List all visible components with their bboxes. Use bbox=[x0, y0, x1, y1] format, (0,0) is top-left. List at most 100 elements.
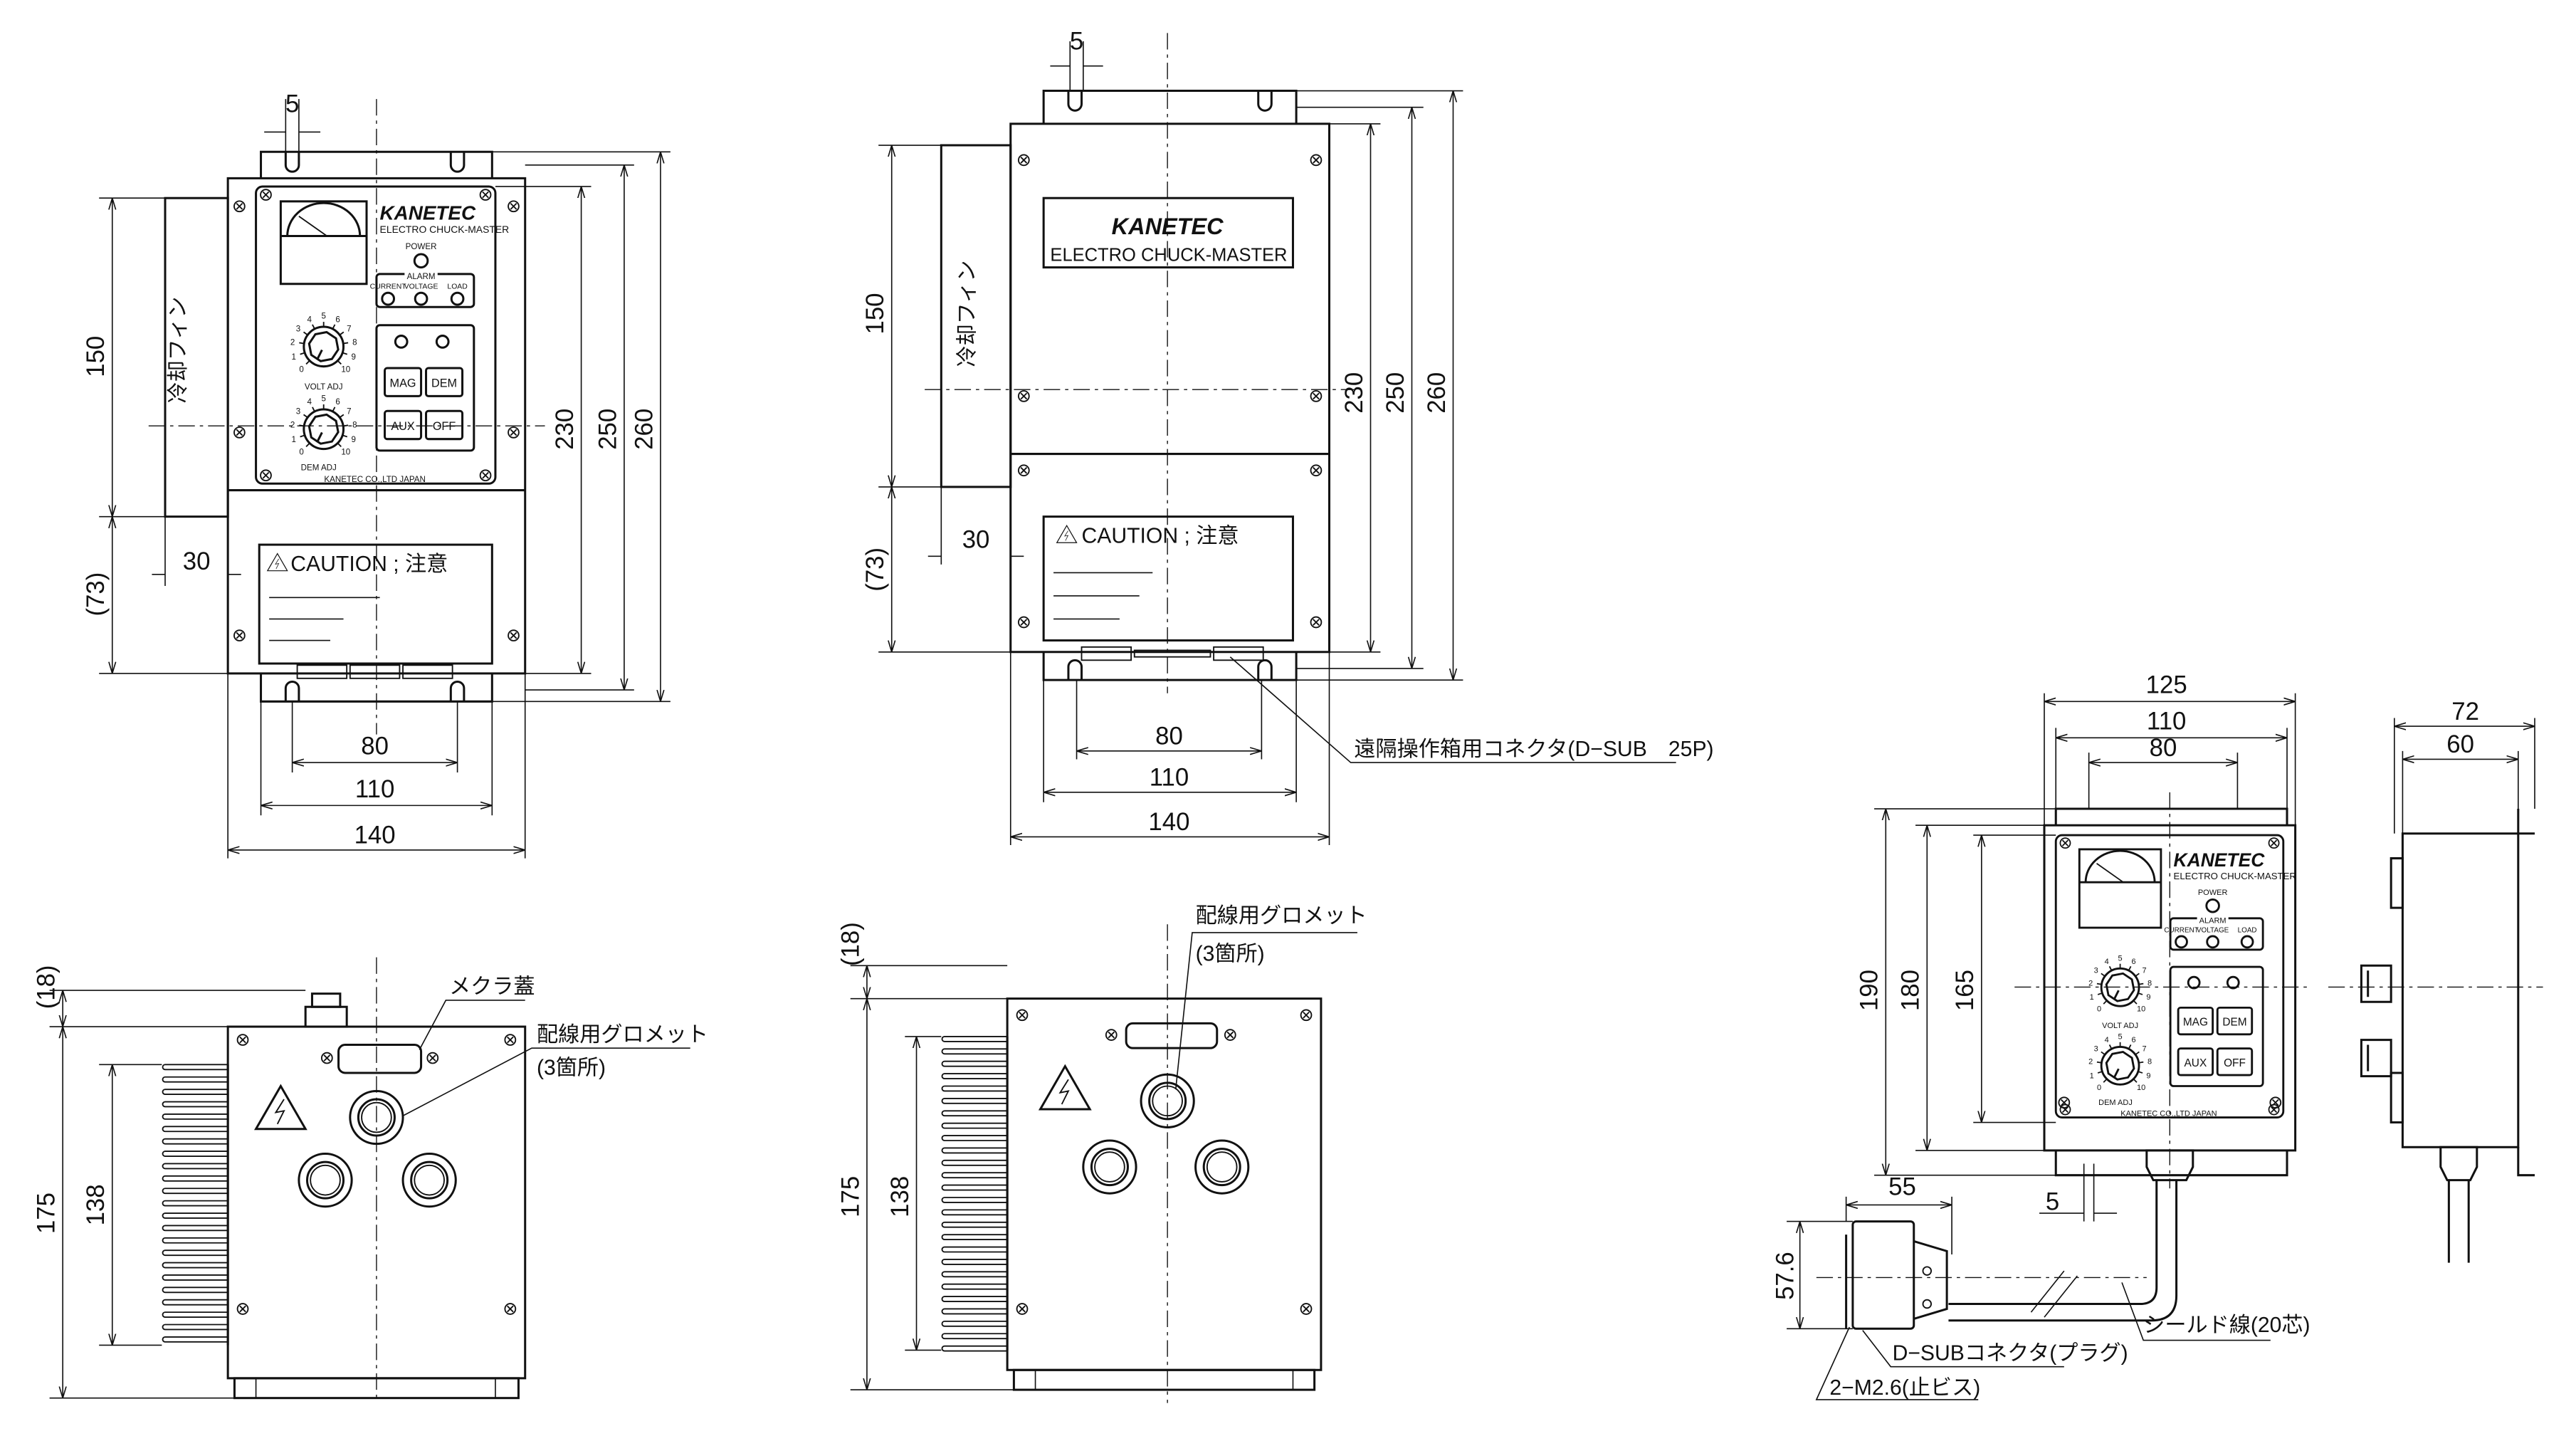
svg-text:140: 140 bbox=[1148, 809, 1189, 836]
dial-scale-number: 4 bbox=[2105, 1036, 2109, 1044]
bottom-connectors bbox=[296, 664, 453, 679]
svg-text:D−SUBコネクタ(プラグ): D−SUBコネクタ(プラグ) bbox=[1893, 1341, 2128, 1365]
screw-icon bbox=[479, 469, 492, 482]
dial-scale-number: 0 bbox=[2097, 1084, 2101, 1092]
power-label: POWER bbox=[2198, 889, 2228, 897]
dial-scale-number: 6 bbox=[335, 398, 340, 407]
svg-text:72: 72 bbox=[2451, 698, 2479, 725]
dial-scale-number: 7 bbox=[347, 325, 351, 334]
button-aux[interactable]: AUX bbox=[2177, 1047, 2214, 1076]
dial-scale-number: 4 bbox=[307, 398, 312, 407]
cooling-fins bbox=[162, 1064, 229, 1346]
enclosure-body bbox=[1009, 122, 1331, 654]
button-aux[interactable]: AUX bbox=[384, 409, 423, 441]
svg-text:57.6: 57.6 bbox=[1772, 1252, 1799, 1300]
screw-icon bbox=[2268, 837, 2280, 849]
screw-icon bbox=[260, 469, 272, 482]
ammeter bbox=[279, 200, 368, 285]
screw-icon bbox=[260, 189, 272, 201]
svg-text:2−M2.6(止ビス): 2−M2.6(止ビス) bbox=[1829, 1375, 1980, 1400]
dial-scale-number: 3 bbox=[296, 407, 300, 416]
dsub-opening bbox=[1125, 1022, 1219, 1049]
button-dem[interactable]: DEM bbox=[2216, 1006, 2254, 1036]
alarm-label: ALARM bbox=[407, 273, 436, 281]
dial-scale-number: 8 bbox=[352, 421, 357, 429]
svg-text:110: 110 bbox=[2147, 708, 2186, 735]
caution-label: CAUTION ; 注意 bbox=[1042, 515, 1294, 642]
dial-scale-number: 0 bbox=[299, 366, 303, 374]
load-alarm-lamp bbox=[450, 291, 465, 306]
button-label: DEM bbox=[2222, 1017, 2246, 1029]
caution-label: CAUTION ; 注意 bbox=[258, 543, 493, 665]
button-dem[interactable]: DEM bbox=[425, 367, 464, 397]
dial-scale-number: 7 bbox=[2142, 1045, 2146, 1054]
cooling-fins bbox=[941, 1036, 1009, 1352]
button-label: DEM bbox=[431, 377, 457, 390]
svg-text:138: 138 bbox=[83, 1184, 110, 1225]
current-alarm-label: CURRENT bbox=[370, 283, 407, 291]
dial-scale-number: 8 bbox=[352, 339, 357, 347]
dial-scale-number: 6 bbox=[2131, 958, 2135, 966]
svg-text:80: 80 bbox=[2150, 735, 2177, 762]
nameplate: KANETEC ELECTRO CHUCK-MASTER bbox=[1042, 196, 1294, 269]
alarm-label: ALARM bbox=[2199, 916, 2227, 925]
cooling-fin-label: 冷却フィン bbox=[166, 297, 190, 404]
remote-box-side-view: 72 60 bbox=[2328, 698, 2543, 1263]
svg-text:30: 30 bbox=[962, 527, 990, 554]
svg-text:30: 30 bbox=[183, 548, 211, 575]
dial-scale-number: 3 bbox=[2094, 1045, 2098, 1054]
load-alarm-lamp bbox=[2240, 935, 2254, 949]
dial-scale-number: 4 bbox=[2105, 958, 2109, 966]
dial-scale-number: 5 bbox=[321, 394, 325, 403]
button-label: AUX bbox=[2185, 1057, 2207, 1069]
hazard-icon bbox=[255, 1084, 307, 1131]
svg-text:180: 180 bbox=[1898, 970, 1925, 1011]
svg-text:150: 150 bbox=[862, 293, 889, 334]
connector-note: 遠隔操作箱用コネクタ(D−SUB 25P) bbox=[1354, 737, 1713, 761]
blind-cap-label: メクラ蓋 bbox=[449, 975, 535, 999]
dial-scale-number: 5 bbox=[2118, 1032, 2123, 1041]
dial-scale-number: 1 bbox=[291, 436, 295, 444]
ammeter bbox=[2078, 848, 2162, 929]
dial-scale-number: 8 bbox=[2147, 1058, 2152, 1066]
svg-text:5: 5 bbox=[285, 91, 299, 118]
svg-text:260: 260 bbox=[1424, 372, 1451, 414]
svg-text:175: 175 bbox=[837, 1176, 864, 1217]
svg-text:110: 110 bbox=[1150, 765, 1189, 792]
button-mag[interactable]: MAG bbox=[2177, 1006, 2214, 1036]
button-off[interactable]: OFF bbox=[2216, 1047, 2254, 1076]
svg-text:230: 230 bbox=[552, 409, 579, 450]
dial-scale-number: 2 bbox=[290, 339, 295, 347]
load-alarm-label: LOAD bbox=[2238, 927, 2257, 935]
power-label: POWER bbox=[406, 243, 437, 251]
svg-text:110: 110 bbox=[355, 776, 394, 803]
svg-text:230: 230 bbox=[1341, 372, 1368, 414]
current-alarm-label: CURRENT bbox=[2164, 927, 2198, 935]
svg-text:(3箇所): (3箇所) bbox=[1196, 941, 1265, 965]
load-alarm-label: LOAD bbox=[447, 283, 468, 291]
cooling-fin-label: 冷却フィン bbox=[955, 261, 979, 367]
dial-scale-number: 9 bbox=[351, 353, 355, 362]
svg-text:80: 80 bbox=[361, 733, 389, 760]
power-lamp bbox=[413, 253, 429, 269]
svg-text:(18): (18) bbox=[837, 922, 864, 966]
button-off[interactable]: OFF bbox=[425, 409, 464, 441]
screw-icon bbox=[2059, 837, 2071, 849]
svg-text:CAUTION ; 注意: CAUTION ; 注意 bbox=[290, 552, 448, 576]
svg-text:ELECTRO CHUCK-MASTER: ELECTRO CHUCK-MASTER bbox=[1050, 245, 1287, 265]
voltage-alarm-label: VOLTAGE bbox=[404, 283, 438, 291]
dial-scale-number: 10 bbox=[2137, 1084, 2145, 1092]
svg-text:(73): (73) bbox=[862, 547, 889, 592]
brand-logo: KANETEC bbox=[380, 201, 476, 224]
dial-scale-number: 6 bbox=[335, 315, 340, 324]
dial-scale-number: 1 bbox=[2090, 1071, 2094, 1080]
current-alarm-lamp bbox=[2175, 935, 2188, 949]
button-mag[interactable]: MAG bbox=[384, 367, 423, 397]
svg-text:CAUTION ; 注意: CAUTION ; 注意 bbox=[1082, 524, 1239, 548]
dial-scale-number: 5 bbox=[321, 312, 325, 320]
